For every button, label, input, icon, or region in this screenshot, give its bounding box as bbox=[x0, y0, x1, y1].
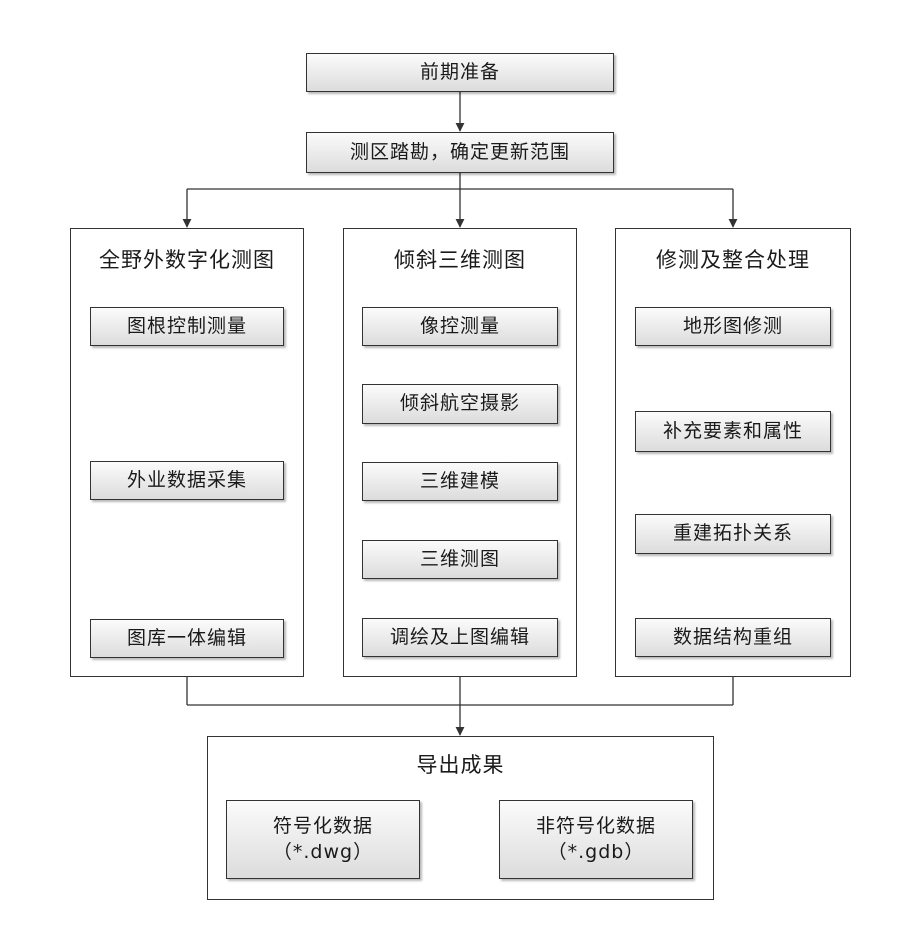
col2-step-3: 三维建模 bbox=[362, 462, 558, 501]
col2-step-5: 调绘及上图编辑 bbox=[362, 618, 558, 657]
step-survey-label: 测区踏勘，确定更新范围 bbox=[349, 140, 570, 163]
output-item-name: 符号化数据 bbox=[272, 814, 373, 837]
step-survey: 测区踏勘，确定更新范围 bbox=[306, 132, 614, 173]
panel-revision-integration: 修测及整合处理 bbox=[615, 228, 851, 677]
col3-step-4: 数据结构重组 bbox=[635, 618, 831, 657]
col1-step-2-label: 外业数据采集 bbox=[126, 468, 247, 491]
col1-step-3-label: 图库一体编辑 bbox=[126, 626, 247, 649]
col3-step-1-label: 地形图修测 bbox=[682, 314, 783, 337]
panel-title: 全野外数字化测图 bbox=[99, 248, 275, 272]
output-item-ext: （*.dwg） bbox=[272, 840, 374, 863]
col1-step-1: 图根控制测量 bbox=[90, 307, 284, 346]
panel-oblique-3d-mapping: 倾斜三维测图 bbox=[343, 228, 577, 677]
col2-step-2: 倾斜航空摄影 bbox=[362, 384, 558, 424]
col1-step-3: 图库一体编辑 bbox=[90, 619, 284, 658]
col3-step-2: 补充要素和属性 bbox=[635, 411, 831, 452]
col2-step-4: 三维测图 bbox=[362, 540, 558, 579]
panel-field-digital-mapping: 全野外数字化测图 bbox=[70, 228, 304, 677]
panel-title: 倾斜三维测图 bbox=[394, 248, 526, 272]
output-item-name: 非符号化数据 bbox=[535, 814, 656, 837]
step-prep-label: 前期准备 bbox=[419, 60, 500, 83]
output-symbolized-data: 符号化数据 （*.dwg） bbox=[226, 800, 420, 879]
col1-step-1-label: 图根控制测量 bbox=[126, 314, 247, 337]
output-item-ext: （*.gdb） bbox=[547, 840, 645, 863]
col3-step-3: 重建拓扑关系 bbox=[635, 514, 831, 554]
col3-step-2-label: 补充要素和属性 bbox=[662, 419, 803, 442]
output-non-symbolized-data: 非符号化数据 （*.gdb） bbox=[499, 800, 693, 879]
col2-step-1-label: 像控测量 bbox=[419, 314, 500, 337]
col2-step-2-label: 倾斜航空摄影 bbox=[399, 392, 520, 415]
panel-title: 导出成果 bbox=[416, 753, 505, 777]
col2-step-1: 像控测量 bbox=[362, 307, 558, 346]
panel-title: 修测及整合处理 bbox=[656, 248, 810, 272]
col3-step-4-label: 数据结构重组 bbox=[672, 625, 793, 648]
col3-step-1: 地形图修测 bbox=[635, 307, 831, 346]
col3-step-3-label: 重建拓扑关系 bbox=[672, 522, 793, 545]
col1-step-2: 外业数据采集 bbox=[90, 461, 284, 500]
col2-step-4-label: 三维测图 bbox=[419, 547, 500, 570]
col2-step-5-label: 调绘及上图编辑 bbox=[389, 625, 530, 648]
col2-step-3-label: 三维建模 bbox=[419, 469, 500, 492]
step-prep: 前期准备 bbox=[306, 53, 614, 92]
